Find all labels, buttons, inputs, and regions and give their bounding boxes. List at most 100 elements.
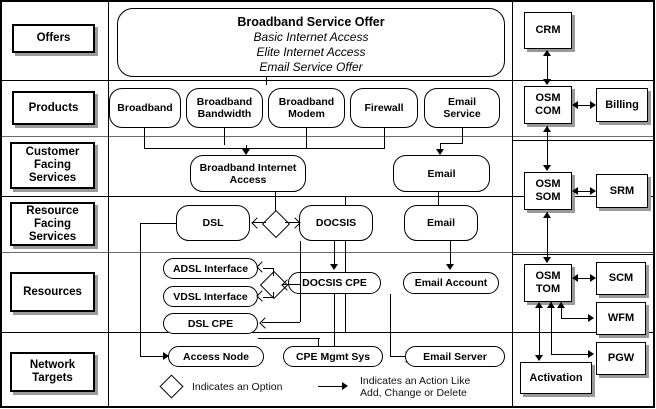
layer-label-products-text: Products bbox=[28, 101, 79, 114]
separator-middle-upper bbox=[345, 196, 346, 332]
network-target-access-node[interactable]: Access Node bbox=[168, 346, 264, 367]
arrow-osmtom-to-wfm bbox=[588, 314, 594, 322]
connector-osmtom-pgw-h bbox=[551, 354, 591, 356]
legend-arrow-right-icon bbox=[342, 382, 348, 390]
arrow-pgw-return-to-osmtom bbox=[547, 302, 555, 308]
resource-docsis-cpe[interactable]: DOCSIS CPE bbox=[288, 272, 381, 294]
arrow-osmtom-to-osmsom bbox=[543, 212, 551, 218]
system-osm-som[interactable]: OSM SOM bbox=[524, 172, 572, 210]
arrow-osmtom-to-pgw bbox=[588, 350, 594, 358]
systems-divider-bottom bbox=[513, 254, 653, 255]
system-scm-label: SCM bbox=[608, 272, 634, 284]
system-wfm[interactable]: WFM bbox=[596, 302, 646, 335]
system-pgw[interactable]: PGW bbox=[596, 342, 646, 375]
network-target-email-server[interactable]: Email Server bbox=[405, 346, 505, 367]
rfs-dsl[interactable]: DSL bbox=[176, 205, 250, 241]
system-osm-tom[interactable]: OSM TOM bbox=[524, 264, 572, 302]
system-osm-tom-label: OSM TOM bbox=[535, 270, 561, 295]
connector-docsis-to-docsis-cpe bbox=[334, 241, 336, 267]
system-activation[interactable]: Activation bbox=[520, 362, 592, 394]
connector-email-cfs-to-rfs bbox=[438, 192, 440, 212]
connector-osmsom-srm bbox=[573, 191, 595, 193]
network-target-email-server-label: Email Server bbox=[423, 350, 487, 363]
legend-arrow-shaft bbox=[318, 386, 344, 388]
product-firewall[interactable]: Firewall bbox=[350, 88, 418, 128]
product-broadband-bandwidth[interactable]: Broadband Bandwidth bbox=[186, 88, 263, 128]
layer-label-resource-facing-services: Resource Facing Services bbox=[10, 202, 95, 246]
connector-email-account-to-server-v bbox=[390, 294, 392, 356]
resource-email-account-label: Email Account bbox=[414, 277, 488, 289]
connector-dsl-to-access-node bbox=[140, 356, 168, 358]
legend-action-text: Indicates an Action Like Add, Change or … bbox=[360, 375, 471, 399]
divider-rfs-resources bbox=[2, 252, 653, 253]
resource-vdsl-interface[interactable]: VDSL Interface bbox=[163, 286, 258, 307]
cfs-broadband-internet-access[interactable]: Broadband Internet Access bbox=[190, 155, 306, 192]
arrow-crm-to-osmcom bbox=[543, 79, 551, 85]
system-osm-som-label: OSM SOM bbox=[535, 178, 561, 203]
resource-dsl-cpe-label: DSL CPE bbox=[187, 317, 234, 330]
arrow-into-broadband-internet-access bbox=[242, 149, 250, 155]
system-osm-com[interactable]: OSM COM bbox=[524, 86, 572, 124]
divider-products-cfs bbox=[2, 136, 653, 137]
resource-adsl-interface[interactable]: ADSL Interface bbox=[163, 258, 258, 279]
connector-dsl-left-out bbox=[140, 223, 176, 225]
system-billing[interactable]: Billing bbox=[596, 88, 648, 122]
connector-bus-email-down bbox=[440, 143, 442, 153]
connector-bus-bia bbox=[144, 148, 385, 150]
connector-dsl-trunk-to-cpe bbox=[300, 284, 302, 322]
layer-label-customer-facing-services: Customer Facing Services bbox=[10, 142, 95, 189]
resource-dsl-cpe[interactable]: DSL CPE bbox=[163, 313, 258, 334]
system-crm[interactable]: CRM bbox=[524, 12, 572, 49]
connector-osmtom-wfm-v bbox=[561, 302, 563, 318]
layer-label-network-targets-text: Network Targets bbox=[29, 359, 76, 384]
layer-label-offers: Offers bbox=[12, 24, 95, 53]
divider-resources-network bbox=[2, 332, 653, 333]
system-activation-label: Activation bbox=[529, 371, 583, 384]
rfs-docsis[interactable]: DOCSIS bbox=[299, 205, 373, 241]
connector-broadband-stem bbox=[144, 128, 146, 149]
separator-systems-column bbox=[512, 2, 513, 407]
system-scm[interactable]: SCM bbox=[596, 262, 646, 295]
network-target-access-node-label: Access Node bbox=[183, 350, 249, 363]
connector-osmsom-osmtom bbox=[547, 212, 549, 262]
system-srm[interactable]: SRM bbox=[596, 174, 648, 208]
connector-bia-to-rfs bbox=[275, 192, 277, 216]
systems-divider-top bbox=[513, 140, 653, 141]
arrow-osmtom-to-activation bbox=[535, 355, 543, 361]
connector-offer-to-products bbox=[266, 77, 268, 85]
layer-label-products: Products bbox=[12, 91, 95, 125]
connector-rfs-email-to-email-account bbox=[450, 241, 452, 267]
system-srm-label: SRM bbox=[609, 184, 635, 197]
offer-title: Broadband Service Offer bbox=[237, 15, 385, 29]
resource-vdsl-interface-label: VDSL Interface bbox=[173, 290, 248, 303]
arrow-scm-to-osmtom bbox=[572, 274, 578, 282]
arrow-osmsom-to-osmtom bbox=[543, 257, 551, 263]
arrow-osmtom-to-scm bbox=[590, 274, 596, 282]
connector-osmcom-billing bbox=[573, 105, 595, 107]
connector-crm-osmcom bbox=[547, 52, 549, 84]
connector-email-account-to-server-h bbox=[390, 356, 408, 358]
connector-osmtom-wfm-h bbox=[561, 318, 591, 320]
connector-dsl-trunk-to-dslcpe bbox=[262, 322, 300, 324]
product-email-service[interactable]: Email Service bbox=[424, 88, 500, 128]
network-target-cpe-mgmt-sys[interactable]: CPE Mgmt Sys bbox=[283, 346, 383, 367]
connector-email-service-stem bbox=[462, 128, 464, 144]
arrow-wfm-return-to-osmtom bbox=[557, 302, 565, 308]
layer-label-resources: Resources bbox=[10, 272, 95, 312]
arrow-osmcom-to-billing bbox=[590, 101, 596, 109]
offer-broadband-service-offer[interactable]: Broadband Service Offer Basic Internet A… bbox=[117, 8, 505, 77]
product-broadband-modem[interactable]: Broadband Modem bbox=[268, 88, 345, 128]
product-broadband[interactable]: Broadband bbox=[109, 88, 181, 128]
resource-email-account[interactable]: Email Account bbox=[403, 272, 499, 294]
rfs-email[interactable]: Email bbox=[404, 205, 478, 241]
arrow-activation-to-osmtom bbox=[535, 302, 543, 308]
offer-item-elite-internet-access: Elite Internet Access bbox=[256, 45, 366, 59]
system-billing-label: Billing bbox=[605, 98, 639, 111]
layer-label-resources-text: Resources bbox=[23, 285, 82, 298]
arrow-into-email-account bbox=[446, 264, 454, 270]
cfs-email[interactable]: Email bbox=[393, 155, 490, 192]
arrow-into-docsis-cpe bbox=[330, 264, 338, 270]
connector-diamond-adsl-h bbox=[263, 268, 274, 270]
